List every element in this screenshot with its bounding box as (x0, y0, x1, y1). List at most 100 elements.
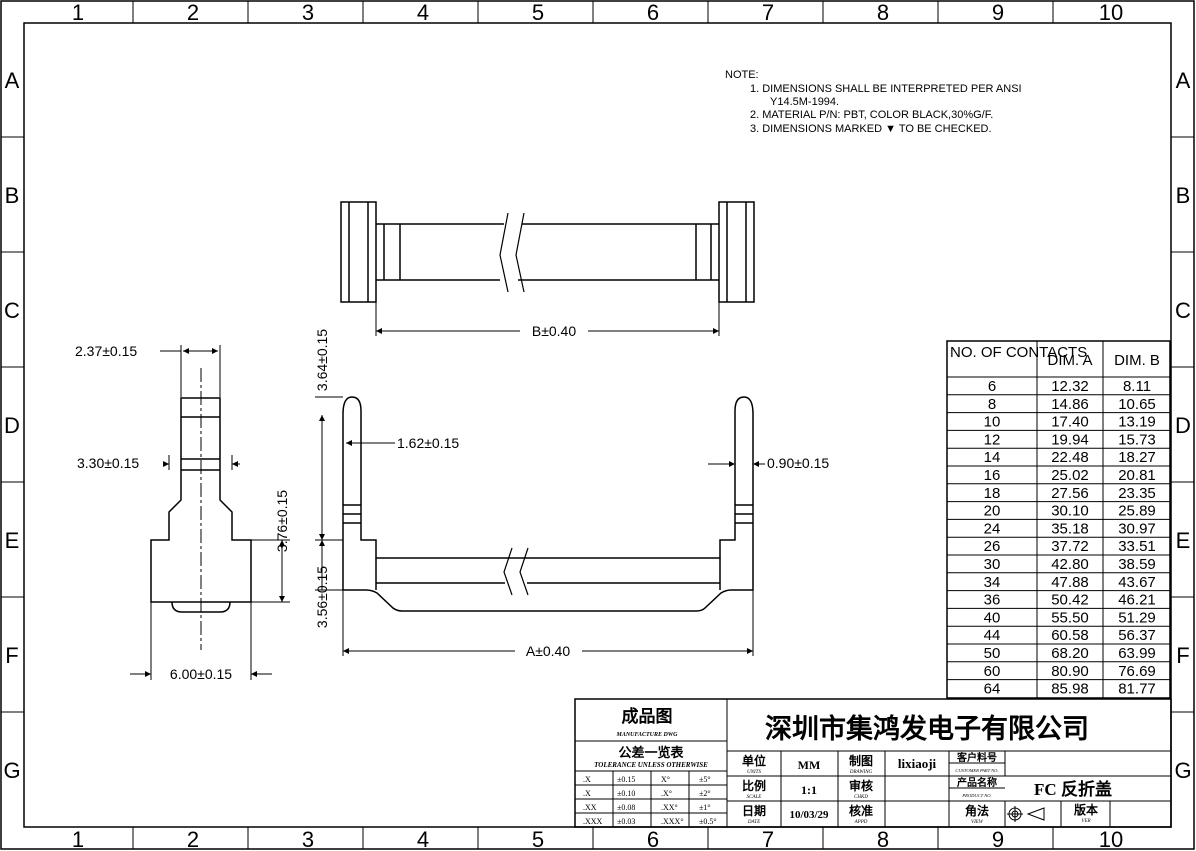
zone-row-left: F (5, 643, 18, 668)
table-cell-contacts: 18 (984, 485, 1001, 502)
table-cell-contacts: 26 (984, 538, 1001, 555)
date-label: 日期 (742, 803, 766, 818)
note-line: 3. DIMENSIONS MARKED ▼ TO BE CHECKED. (750, 123, 992, 135)
view-label: 角法 (965, 803, 989, 818)
zone-row-left: D (4, 413, 20, 438)
tolerance-cell: .X (583, 775, 591, 784)
date-label-en: DATE (747, 820, 760, 825)
zone-col-bottom: 4 (417, 827, 429, 851)
table-cell-contacts: 64 (984, 681, 1001, 698)
zone-row-left: A (5, 68, 20, 93)
table-cell-contacts: 44 (984, 627, 1001, 644)
product-name: FC 反折盖 (1034, 779, 1112, 799)
zone-col-top: 8 (877, 0, 889, 25)
note-line: 1. DIMENSIONS SHALL BE INTERPRETED PER A… (750, 83, 1022, 95)
table-cell-dim-a: 30.10 (1051, 503, 1089, 520)
zone-col-top: 4 (417, 0, 429, 25)
table-cell-contacts: 20 (984, 503, 1001, 520)
tolerance-cell: X° (661, 775, 670, 784)
zone-row-right: A (1176, 68, 1191, 93)
zone-row-right: D (1175, 413, 1191, 438)
zone-col-bottom: 9 (992, 827, 1004, 851)
table-cell-dim-b: 15.73 (1118, 431, 1156, 448)
tolerance-cell: ±0.10 (617, 789, 635, 798)
zone-col-bottom: 8 (877, 827, 889, 851)
tolerance-cell: ±0.08 (617, 803, 635, 812)
table-cell-dim-a: 47.88 (1051, 574, 1089, 591)
zone-col-top: 10 (1099, 0, 1123, 25)
zone-row-right: G (1174, 758, 1191, 783)
top-view-dim (375, 302, 720, 336)
tolerance-cell: .XX° (661, 803, 678, 812)
unit-label: 单位 (742, 753, 766, 768)
zone-row-left: E (5, 528, 20, 553)
table-cell-contacts: 12 (984, 431, 1001, 448)
table-cell-dim-b: 30.97 (1118, 520, 1156, 537)
table-cell-dim-b: 33.51 (1118, 538, 1156, 555)
table-cell-dim-b: 13.19 (1118, 414, 1156, 431)
zone-row-left: B (5, 183, 20, 208)
drawer-name: lixiaoji (898, 756, 937, 771)
table-cell-dim-a: 35.18 (1051, 520, 1089, 537)
tolerance-cell: ±0.15 (617, 775, 635, 784)
note-line: 2. MATERIAL P/N: PBT, COLOR BLACK,30%G/F… (750, 109, 993, 121)
table-header-contacts: NO. OF CONTACTS (950, 344, 1087, 361)
tolerance-cell: .X° (661, 789, 672, 798)
note-line: Y14.5M-1994. (770, 96, 839, 108)
table-cell-dim-b: 25.89 (1118, 503, 1156, 520)
zone-col-bottom: 10 (1099, 827, 1123, 851)
table-cell-dim-b: 46.21 (1118, 592, 1156, 609)
table-cell-dim-a: 19.94 (1051, 431, 1089, 448)
product-name-label: 产品名称 (957, 776, 997, 789)
dim-side-top-width: 2.37±0.15 (75, 343, 137, 359)
table-cell-contacts: 8 (988, 396, 996, 413)
table-cell-dim-b: 81.77 (1118, 681, 1156, 698)
table-cell-contacts: 16 (984, 467, 1001, 484)
table-cell-dim-b: 43.67 (1118, 574, 1156, 591)
version-label-en: VER (1081, 819, 1090, 824)
table-cell-dim-a: 12.32 (1051, 378, 1089, 395)
scale-label: 比例 (742, 778, 766, 793)
zone-row-right: C (1175, 298, 1191, 323)
dim-top-length: B±0.40 (532, 323, 576, 339)
view-label-en: VIEW (971, 820, 984, 825)
customer-pn-label-en: CUSTOMER PART NO. (955, 768, 998, 773)
zone-labels: 1 2 3 4 5 6 7 8 9 10 1 2 3 4 5 6 7 8 9 1… (3, 0, 1191, 851)
zone-col-top: 9 (992, 0, 1004, 25)
zone-col-bottom: 2 (187, 827, 199, 851)
table-cell-contacts: 6 (988, 378, 996, 395)
tolerance-cell: ±5° (699, 775, 711, 784)
zone-row-right: B (1176, 183, 1191, 208)
front-view-dims (315, 396, 765, 656)
notes-block: NOTE: 1. DIMENSIONS SHALL BE INTERPRETED… (725, 69, 1022, 135)
table-cell-dim-a: 50.42 (1051, 592, 1089, 609)
table-cell-dim-a: 17.40 (1051, 414, 1089, 431)
zone-col-top: 6 (647, 0, 659, 25)
table-cell-dim-b: 51.29 (1118, 609, 1156, 626)
table-cell-dim-b: 76.69 (1118, 663, 1156, 680)
zone-row-right: F (1176, 643, 1189, 668)
zone-col-top: 1 (72, 0, 84, 25)
dim-front-top-height: 3.64±0.15 (314, 329, 330, 391)
zone-row-left: C (4, 298, 20, 323)
dim-front-inner-width: 1.62±0.15 (397, 435, 459, 451)
drawing-type: 成品图 (622, 706, 673, 726)
table-cell-dim-a: 55.50 (1051, 609, 1089, 626)
table-cell-dim-a: 27.56 (1051, 485, 1089, 502)
zone-row-right: E (1176, 528, 1191, 553)
date-value: 10/03/29 (789, 809, 829, 821)
unit-label-en: UNITS (747, 770, 761, 775)
table-cell-dim-a: 60.58 (1051, 627, 1089, 644)
table-cell-dim-a: 68.20 (1051, 645, 1089, 662)
version-label: 版本 (1074, 802, 1098, 817)
zone-col-top: 7 (762, 0, 774, 25)
approve-label-en: APPD (854, 820, 868, 825)
projection-symbol-icon (1007, 806, 1045, 822)
side-view-dims (130, 345, 290, 680)
title-block (574, 698, 1172, 828)
tolerance-cell: .X (583, 789, 591, 798)
customer-pn-label: 客户料号 (956, 751, 997, 764)
